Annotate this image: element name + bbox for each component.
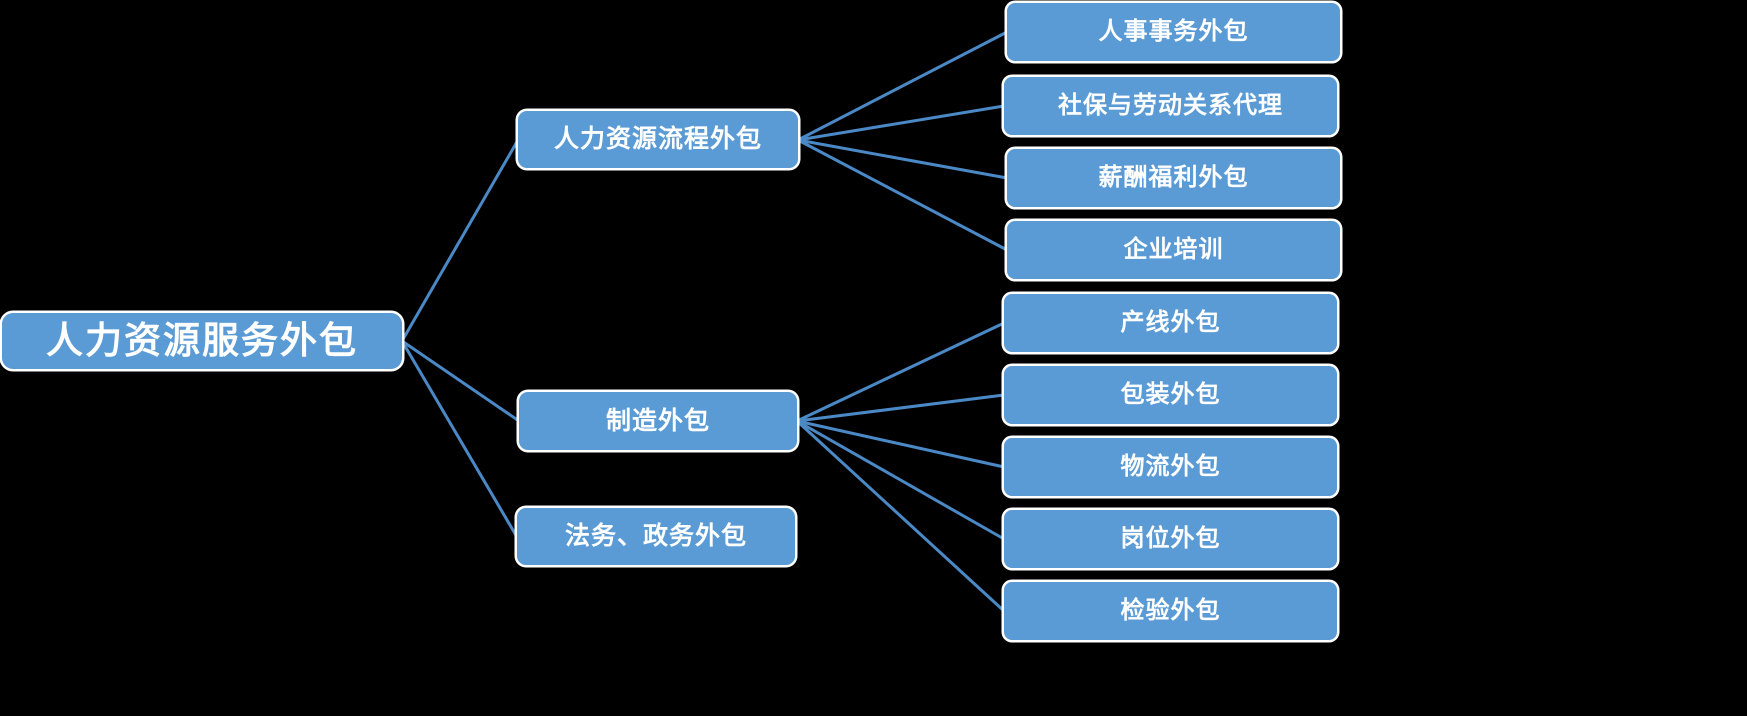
connector-line [796, 30, 1009, 142]
leaf-node-manufacturing-4[interactable]: 检验外包 [1004, 582, 1337, 640]
connector-line [795, 419, 1006, 541]
node-label: 检验外包 [1120, 597, 1221, 625]
leaf-node-hr-process-0[interactable]: 人事事务外包 [1007, 3, 1340, 61]
connector-line [400, 339, 519, 539]
connector-line [796, 104, 1006, 142]
connector-line [400, 339, 521, 423]
leaf-node-hr-process-2[interactable]: 薪酬福利外包 [1007, 149, 1340, 207]
leaf-node-manufacturing-3[interactable]: 岗位外包 [1004, 510, 1337, 568]
connector-line [796, 138, 1009, 180]
node-label: 薪酬福利外包 [1098, 164, 1249, 192]
leaf-node-hr-process-1[interactable]: 社保与劳动关系代理 [1004, 77, 1337, 135]
branch-node-manufacturing[interactable]: 制造外包 [519, 392, 797, 450]
node-label: 产线外包 [1120, 309, 1221, 337]
node-label: 社保与劳动关系代理 [1058, 92, 1283, 120]
node-label: 人力资源流程外包 [553, 125, 762, 154]
node-label: 企业培训 [1123, 236, 1224, 264]
branch-node-hr-process[interactable]: 人力资源流程外包 [518, 111, 798, 168]
branch-node-legal-gov[interactable]: 法务、政务外包 [517, 508, 795, 565]
connector-line [795, 321, 1006, 423]
connector-line [796, 138, 1009, 252]
node-label: 法务、政务外包 [564, 522, 747, 551]
connector-line [795, 419, 1006, 613]
leaf-node-manufacturing-0[interactable]: 产线外包 [1004, 294, 1337, 352]
node-label: 人事事务外包 [1098, 18, 1249, 46]
connector-line [795, 393, 1006, 423]
node-label: 岗位外包 [1120, 525, 1221, 553]
node-label: 制造外包 [605, 406, 710, 435]
node-label: 物流外包 [1120, 453, 1221, 481]
root-node[interactable]: 人力资源服务外包 [2, 313, 402, 369]
leaf-node-hr-process-3[interactable]: 企业培训 [1007, 221, 1340, 279]
node-label: 人力资源服务外包 [46, 319, 358, 361]
leaf-node-manufacturing-2[interactable]: 物流外包 [1004, 438, 1337, 496]
connector-line [400, 138, 520, 343]
node-label: 包装外包 [1120, 381, 1221, 409]
leaf-node-manufacturing-1[interactable]: 包装外包 [1004, 366, 1337, 424]
connector-line [795, 419, 1006, 469]
